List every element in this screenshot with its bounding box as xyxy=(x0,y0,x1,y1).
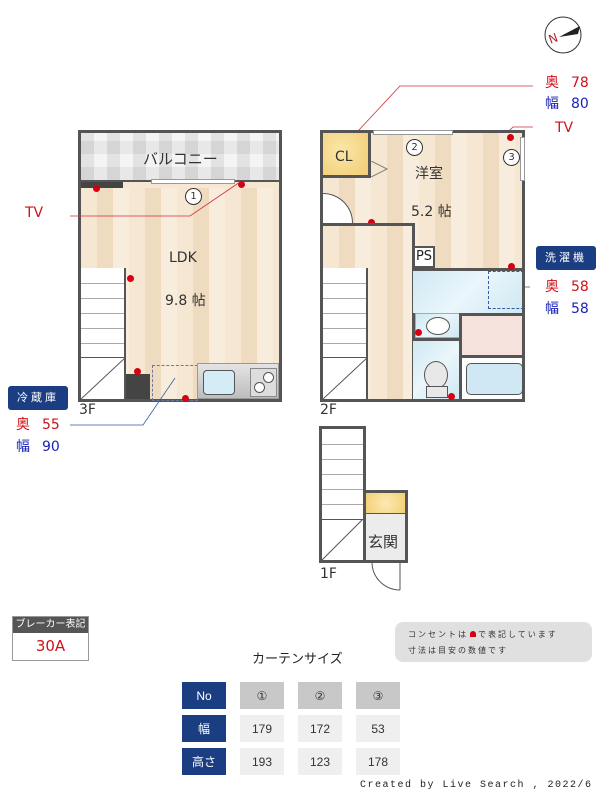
outlet-icon xyxy=(470,631,476,637)
bathtub xyxy=(459,355,523,399)
table-row: 幅 179 172 53 xyxy=(182,715,400,742)
closet-label: CL xyxy=(335,149,353,165)
notes-line1-pre: コンセントは xyxy=(408,630,468,639)
fridge-badge: 冷蔵庫 xyxy=(8,386,68,410)
stairs-2f xyxy=(323,268,368,399)
washer-space xyxy=(488,271,524,309)
window-1 xyxy=(151,179,235,184)
curtain-no-2: 2 xyxy=(406,139,423,156)
floor-label-1f: 1F xyxy=(320,566,337,582)
floor-2f-plan: 2 3 CL 洋室 5.2 帖 PS xyxy=(320,130,525,402)
window-2 xyxy=(373,130,453,135)
floor-3f-plan: バルコニー 1 LDK 9.8 帖 xyxy=(78,130,282,402)
washroom xyxy=(413,268,522,313)
floor-1f-stairs xyxy=(319,426,366,563)
table-row: No ① ② ③ xyxy=(182,682,400,709)
breaker-title: ブレーカー表記 xyxy=(13,617,88,633)
pipe-space: PS xyxy=(413,246,435,268)
toilet-room xyxy=(413,338,459,399)
ldk-name: LDK xyxy=(169,250,197,266)
breaker-value: 30A xyxy=(35,637,66,655)
notes-line2: 寸法は目安の数値です xyxy=(408,646,508,655)
closet xyxy=(323,133,371,178)
breaker-box: ブレーカー表記 30A xyxy=(12,616,89,661)
notes-box: コンセントは で表記しています 寸法は目安の数値です xyxy=(395,622,592,662)
wash-basin xyxy=(415,313,460,338)
sink xyxy=(203,370,235,395)
dressing-area xyxy=(459,313,522,355)
western-room-size: 5.2 帖 xyxy=(411,204,452,220)
washer-badge: 洗濯機 xyxy=(536,246,596,270)
footer-credit: Created by Live Search , 2022/6 xyxy=(360,780,593,791)
tv-label-2f: TV xyxy=(555,120,574,136)
floor-label-2f: 2F xyxy=(320,402,337,418)
floor-label-3f: 3F xyxy=(79,402,96,418)
table-row: 高さ 193 123 178 xyxy=(182,748,400,775)
stairs-3f xyxy=(81,268,126,399)
compass: N xyxy=(543,15,583,55)
curtain-no-3: 3 xyxy=(503,149,520,166)
curtain-size-table: No ① ② ③ 幅 179 172 53 高さ 193 123 178 xyxy=(168,676,414,781)
fridge-space xyxy=(152,365,198,401)
notes-line1-post: で表記しています xyxy=(478,630,558,639)
north-arrow-icon: N xyxy=(544,16,582,54)
western-room-name: 洋室 xyxy=(415,166,443,182)
entrance: 玄関 xyxy=(363,490,408,563)
entrance-label: 玄関 xyxy=(368,533,399,551)
stove xyxy=(250,368,277,397)
curtain-no-1: 1 xyxy=(185,188,202,205)
kitchen-counter xyxy=(197,363,279,399)
tv-label-3f: TV xyxy=(25,205,44,221)
window-3 xyxy=(520,137,525,181)
curtain-title: カーテンサイズ xyxy=(252,652,343,667)
balcony-label: バルコニー xyxy=(143,150,218,168)
balcony xyxy=(81,133,279,182)
ldk-size: 9.8 帖 xyxy=(165,293,206,309)
